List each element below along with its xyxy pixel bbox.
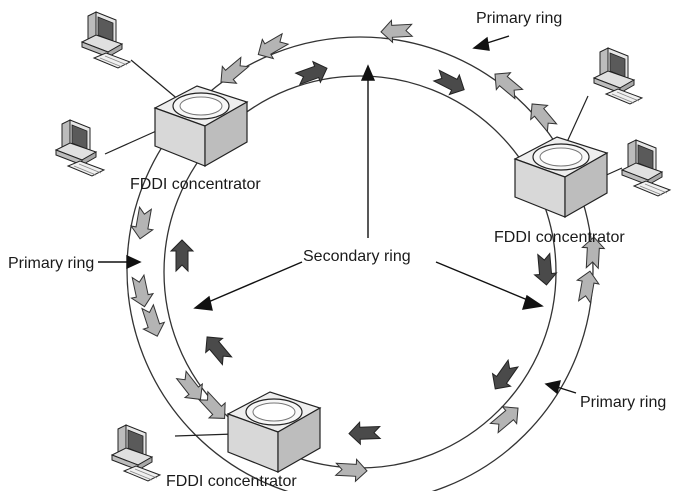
- desktop-computer-icon: [621, 139, 671, 197]
- primary-ring-label-bottom: Primary ring: [580, 394, 666, 411]
- fddi-concentrator-label-top-left: FDDI concentrator: [130, 176, 261, 193]
- secondary-arrow: [170, 239, 194, 272]
- secondary-arrow: [198, 329, 236, 369]
- desktop-computer-icon: [593, 47, 643, 105]
- secondary-arrow: [431, 65, 470, 101]
- desktop-computer-icon: [81, 11, 131, 69]
- fddi-concentrator-icon: [514, 136, 608, 218]
- primary-arrow: [128, 205, 157, 242]
- fddi-concentrator-label-right: FDDI concentrator: [494, 229, 625, 246]
- primary-arrow: [523, 96, 561, 136]
- primary-arrow: [486, 399, 526, 437]
- fddi-concentrator-icon: [154, 85, 248, 167]
- desktop-computer-icon: [55, 119, 105, 177]
- fddi-concentrator-label-bottom: FDDI concentrator: [166, 473, 297, 490]
- desktop-computer-icon: [111, 424, 161, 482]
- secondary-ring-label: Secondary ring: [303, 248, 411, 265]
- primary-arrow: [126, 273, 156, 310]
- primary-arrow: [252, 28, 292, 65]
- primary-arrow: [136, 302, 169, 341]
- primary-arrow: [573, 268, 602, 305]
- primary-ring: [126, 36, 594, 491]
- secondary-arrow: [532, 252, 558, 287]
- secondary-arrow: [348, 421, 381, 446]
- label-pointers: [98, 35, 577, 395]
- primary-arrow: [334, 457, 369, 483]
- primary-ring-label-top: Primary ring: [476, 10, 562, 27]
- primary-ring-label-left: Primary ring: [8, 255, 94, 272]
- secondary-arrow: [293, 57, 332, 90]
- primary-arrow: [487, 65, 527, 103]
